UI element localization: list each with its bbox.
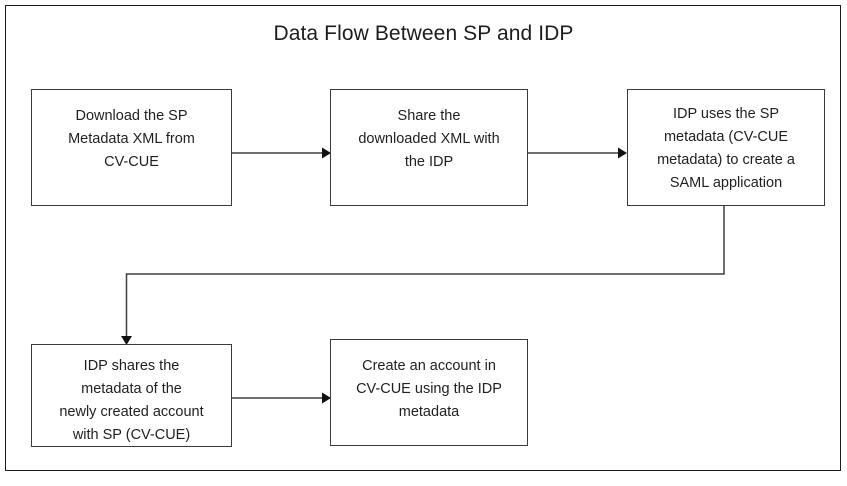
flow-node-label: IDP uses the SP metadata (CV-CUE metadat… — [657, 106, 795, 191]
flow-node-download-sp-metadata[interactable]: Download the SP Metadata XML from CV-CUE — [31, 89, 232, 206]
flow-node-label: Create an account in CV-CUE using the ID… — [356, 358, 502, 420]
flow-node-share-xml-with-idp[interactable]: Share the downloaded XML with the IDP — [330, 89, 528, 206]
flow-node-label: Share the downloaded XML with the IDP — [358, 108, 500, 170]
flow-node-create-account-in-cv-cue[interactable]: Create an account in CV-CUE using the ID… — [330, 339, 528, 446]
flow-node-idp-shares-metadata-with-sp[interactable]: IDP shares the metadata of the newly cre… — [31, 344, 232, 447]
flow-node-label: Download the SP Metadata XML from CV-CUE — [68, 108, 195, 170]
flow-node-label: IDP shares the metadata of the newly cre… — [59, 358, 204, 443]
flow-node-idp-creates-saml-application[interactable]: IDP uses the SP metadata (CV-CUE metadat… — [627, 89, 825, 206]
diagram-title: Data Flow Between SP and IDP — [273, 22, 574, 45]
